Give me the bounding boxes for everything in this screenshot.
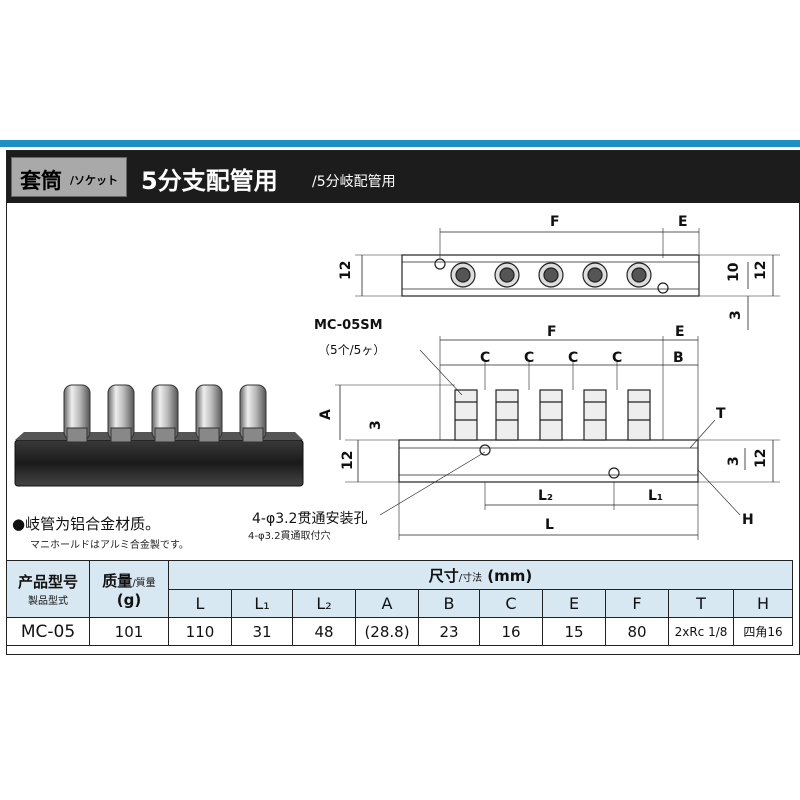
- header-H: H: [733, 589, 793, 618]
- spec-table: 产品型号 製品型式 质量/質量 (g) 尺寸/寸法 (mm) L L₁ L₂ A…: [6, 560, 793, 646]
- drawing-socket: [495, 389, 519, 441]
- drawing-socket: [627, 389, 651, 441]
- product-photo: [14, 384, 304, 487]
- cell-E: 15: [542, 617, 606, 646]
- socket-model-label: MC-05SM: [314, 318, 383, 333]
- cell-C: 16: [479, 617, 543, 646]
- dim-A: A: [318, 409, 334, 420]
- dim-F-front: F: [547, 324, 557, 340]
- photo-socket: [151, 384, 179, 443]
- label-H: H: [742, 512, 754, 528]
- dim-3a: 3: [368, 420, 384, 430]
- front-view: [335, 336, 780, 540]
- cell-L: 110: [168, 617, 232, 646]
- header-model: 产品型号 製品型式: [6, 560, 90, 618]
- material-note-jp: マニホールドはアルミ合金製です。: [30, 540, 189, 551]
- drawing-socket: [583, 389, 607, 441]
- dim-10-top: 10: [726, 262, 742, 282]
- header-A: A: [355, 589, 419, 618]
- header-mass: 质量/質量 (g): [89, 560, 169, 618]
- category-tag: 套筒 /ソケット: [11, 157, 127, 197]
- material-note-cn: ●岐管为铝合金材质。: [12, 515, 161, 533]
- dim-12-top: 12: [338, 261, 354, 280]
- dim-12b-front: 12: [753, 449, 769, 468]
- dim-C-3: C: [568, 350, 578, 366]
- photo-socket: [195, 384, 223, 443]
- header-E: E: [542, 589, 606, 618]
- cell-H: 四角16: [733, 617, 793, 646]
- cell-mass: 101: [89, 617, 169, 646]
- dim-B: B: [673, 350, 684, 366]
- photo-socket: [63, 384, 91, 443]
- dim-E-top: E: [678, 214, 688, 230]
- dim-L1: L₁: [648, 488, 663, 504]
- section-header: 套筒 /ソケット 5分支配管用 /5分岐配管用: [7, 151, 800, 203]
- category-tag-sub: /ソケット: [70, 174, 119, 187]
- dim-L2: L₂: [538, 488, 553, 504]
- dim-12-front: 12: [340, 451, 356, 470]
- cell-F: 80: [605, 617, 669, 646]
- dim-F-top: F: [550, 214, 560, 230]
- cell-A: (28.8): [355, 617, 419, 646]
- drawing-socket: [454, 389, 478, 441]
- header-L1: L₁: [231, 589, 293, 618]
- header-T: T: [668, 589, 734, 618]
- photo-socket: [239, 384, 267, 443]
- header-C: C: [479, 589, 543, 618]
- mounting-hole-note-cn: 4-φ3.2贯通安装孔: [252, 511, 368, 527]
- dim-3-top: 3: [728, 310, 744, 320]
- dim-E-front: E: [675, 324, 685, 340]
- drawing-socket: [539, 389, 563, 441]
- cell-B: 23: [418, 617, 480, 646]
- header-F: F: [605, 589, 669, 618]
- header-L: L: [168, 589, 232, 618]
- dim-C-2: C: [524, 350, 534, 366]
- header-B: B: [418, 589, 480, 618]
- mounting-hole-note-jp: 4-φ3.2貫通取付穴: [248, 531, 331, 542]
- header-dimensions: 尺寸/寸法 (mm): [168, 560, 793, 590]
- socket-count-label: （5个/5ヶ）: [318, 343, 386, 357]
- cell-L2: 48: [292, 617, 356, 646]
- category-tag-main: 套筒: [20, 169, 62, 193]
- dim-L: L: [545, 517, 554, 533]
- top-accent-bar: [0, 140, 800, 147]
- dim-12b-top: 12: [753, 261, 769, 280]
- dim-C-1: C: [480, 350, 490, 366]
- table-row: MC-05 101 110 31 48 (28.8) 23 16 15 80 2…: [6, 617, 793, 646]
- top-view: [355, 228, 780, 330]
- section-subtitle: /5分岐配管用: [312, 174, 396, 190]
- dim-3b: 3: [726, 456, 742, 466]
- header-L2: L₂: [292, 589, 356, 618]
- cell-model: MC-05: [6, 617, 90, 646]
- dim-C-4: C: [612, 350, 622, 366]
- photo-socket: [107, 384, 135, 443]
- section-title: 5分支配管用: [141, 167, 278, 195]
- label-T: T: [716, 406, 726, 422]
- cell-L1: 31: [231, 617, 293, 646]
- cell-T: 2xRc 1/8: [668, 617, 734, 646]
